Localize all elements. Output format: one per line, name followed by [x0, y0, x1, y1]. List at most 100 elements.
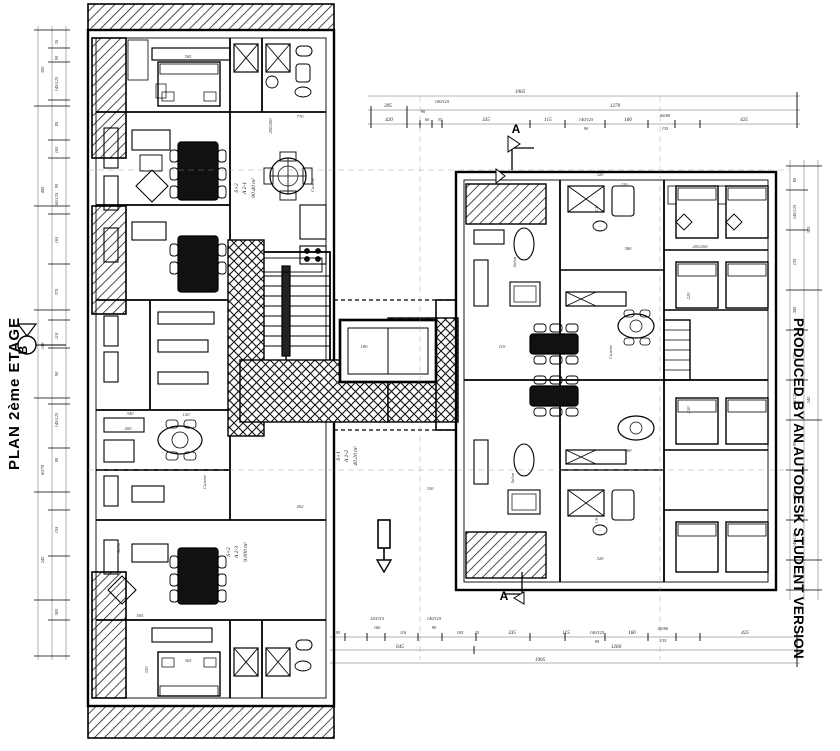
entrance-arrow: [375, 519, 393, 574]
dimension-ticks-bottom: [333, 633, 798, 667]
dim-bot-135: 135: [660, 638, 667, 643]
dimension-ticks-left: [34, 29, 70, 657]
label-cuisine-1: Cuisine: [310, 178, 315, 192]
kitchen-right: [565, 291, 655, 465]
label-salon-bl: Salon: [116, 542, 121, 553]
wall-pier-right-bot: [465, 531, 547, 579]
mid-left-rooms: [103, 311, 215, 463]
dining-table-tl2: [177, 235, 219, 293]
svg-text:90.40 m²: 90.40 m²: [251, 178, 257, 198]
label-ch-2: Ch-: [594, 516, 599, 523]
dim-top-35: 35: [438, 117, 443, 122]
dim-110-125: 110: [499, 344, 506, 349]
svg-text:110: 110: [54, 332, 59, 339]
svg-text:S+2: S+2: [226, 547, 232, 557]
dim-bot-115: 115: [562, 630, 570, 636]
dim-elev-180: 180: [361, 344, 369, 349]
svg-text:A 2-2: A 2-2: [344, 450, 350, 463]
wall-pier-tl: [91, 37, 127, 159]
svg-text:160/125: 160/125: [54, 192, 59, 207]
dim-210b: 210: [686, 406, 691, 414]
dim-bot-425: 425: [741, 629, 749, 636]
bedroom-right-2: [675, 261, 769, 309]
svg-text:345: 345: [806, 226, 811, 233]
dim-400: 400: [125, 426, 133, 431]
dim-220: 220: [621, 182, 629, 187]
section-bubble-b: [16, 323, 66, 355]
svg-text:505: 505: [54, 608, 59, 615]
living-top-left: [103, 127, 227, 293]
rug-diamond: [135, 169, 169, 203]
dim-top-420: 420: [385, 116, 393, 123]
coffee-table-l: [139, 154, 163, 172]
svg-text:165: 165: [54, 236, 59, 243]
svg-text:80: 80: [54, 457, 59, 462]
dim-bot-105: 105: [457, 630, 464, 635]
dim-right-labels: 85 140/125 135 345 345 135 140/125 90 24…: [792, 177, 811, 578]
dim-top-395: 395: [384, 103, 392, 109]
label-salon-rb: Salon: [510, 472, 515, 483]
svg-text:85: 85: [54, 121, 59, 126]
dim-bot-90: 90: [432, 625, 437, 630]
elevator-shaft: [338, 318, 438, 384]
dim-bot-120-115: 120/115: [370, 616, 385, 621]
svg-text:90: 90: [54, 183, 59, 188]
dining-table-bl: [177, 547, 219, 605]
svg-text:90: 90: [54, 55, 59, 60]
dim-bot-335: 335: [508, 630, 516, 636]
section-marker-a-top: [495, 135, 534, 185]
dim-bot-60-80: 60/80: [658, 626, 669, 631]
sofa-l3: [131, 129, 171, 151]
svg-text:245: 245: [40, 556, 45, 563]
dim-170: 770: [297, 114, 305, 119]
svg-text:140/125: 140/125: [792, 392, 797, 407]
section-letter-a-top: A: [512, 122, 521, 136]
dim-top-1270: 1270: [610, 103, 621, 109]
bedroom-top-left: [127, 39, 231, 107]
dim-bot-140-125b: 140/125: [590, 630, 605, 635]
section-letter-a-bottom: A: [500, 589, 509, 603]
dining-chairs-tl: [169, 149, 227, 199]
connector-corridor: [334, 299, 457, 431]
svg-text:40.20 m²: 40.20 m²: [353, 446, 359, 466]
dim-top-60-80: 60/80: [660, 113, 671, 118]
sofa-l2: [103, 175, 119, 211]
svg-text:230: 230: [792, 492, 797, 499]
svg-text:90: 90: [54, 371, 59, 376]
wall-pier-ml: [91, 205, 127, 315]
svg-text:90: 90: [792, 441, 797, 446]
svg-text:A 2-1: A 2-1: [242, 182, 248, 195]
svg-text:85: 85: [792, 573, 797, 578]
dim-402: 402: [297, 504, 305, 509]
dim-bed-365: 365: [185, 54, 193, 59]
staircase-secondary: [663, 319, 691, 381]
svg-text:140/125: 140/125: [792, 532, 797, 547]
dim-380: 380: [625, 246, 633, 251]
bedroom-right-3: [675, 397, 769, 573]
label-salon-rt: Salon: [512, 256, 517, 267]
dim-300: 200/200: [692, 244, 708, 249]
dim-340: 340: [127, 411, 135, 416]
svg-text:140/125: 140/125: [54, 412, 59, 427]
section-letter-b: B: [16, 345, 30, 354]
salon-right-top: [473, 227, 541, 307]
stair-railing: [281, 265, 291, 357]
svg-text:135: 135: [792, 352, 797, 359]
dimension-chain-left: [37, 26, 67, 660]
nightstand-tl: [155, 83, 167, 99]
dim-bot-110: 110: [400, 630, 407, 635]
svg-text:165: 165: [54, 146, 59, 153]
dim-bed-365-b: 365: [185, 658, 193, 663]
dim-top-90: 90: [421, 109, 426, 114]
section-marker-a-bottom: [504, 572, 525, 605]
svg-text:140/125: 140/125: [54, 76, 59, 91]
svg-text:445: 445: [40, 186, 45, 193]
svg-text:A 2-3: A 2-3: [234, 546, 240, 559]
dim-bot-1260: 1260: [611, 644, 622, 650]
dim-bot-645: 645: [396, 643, 404, 650]
dim-bot-95: 95: [336, 630, 341, 635]
svg-text:85: 85: [792, 177, 797, 182]
bathroom-right: [567, 185, 635, 536]
axis-grid: [88, 96, 790, 660]
